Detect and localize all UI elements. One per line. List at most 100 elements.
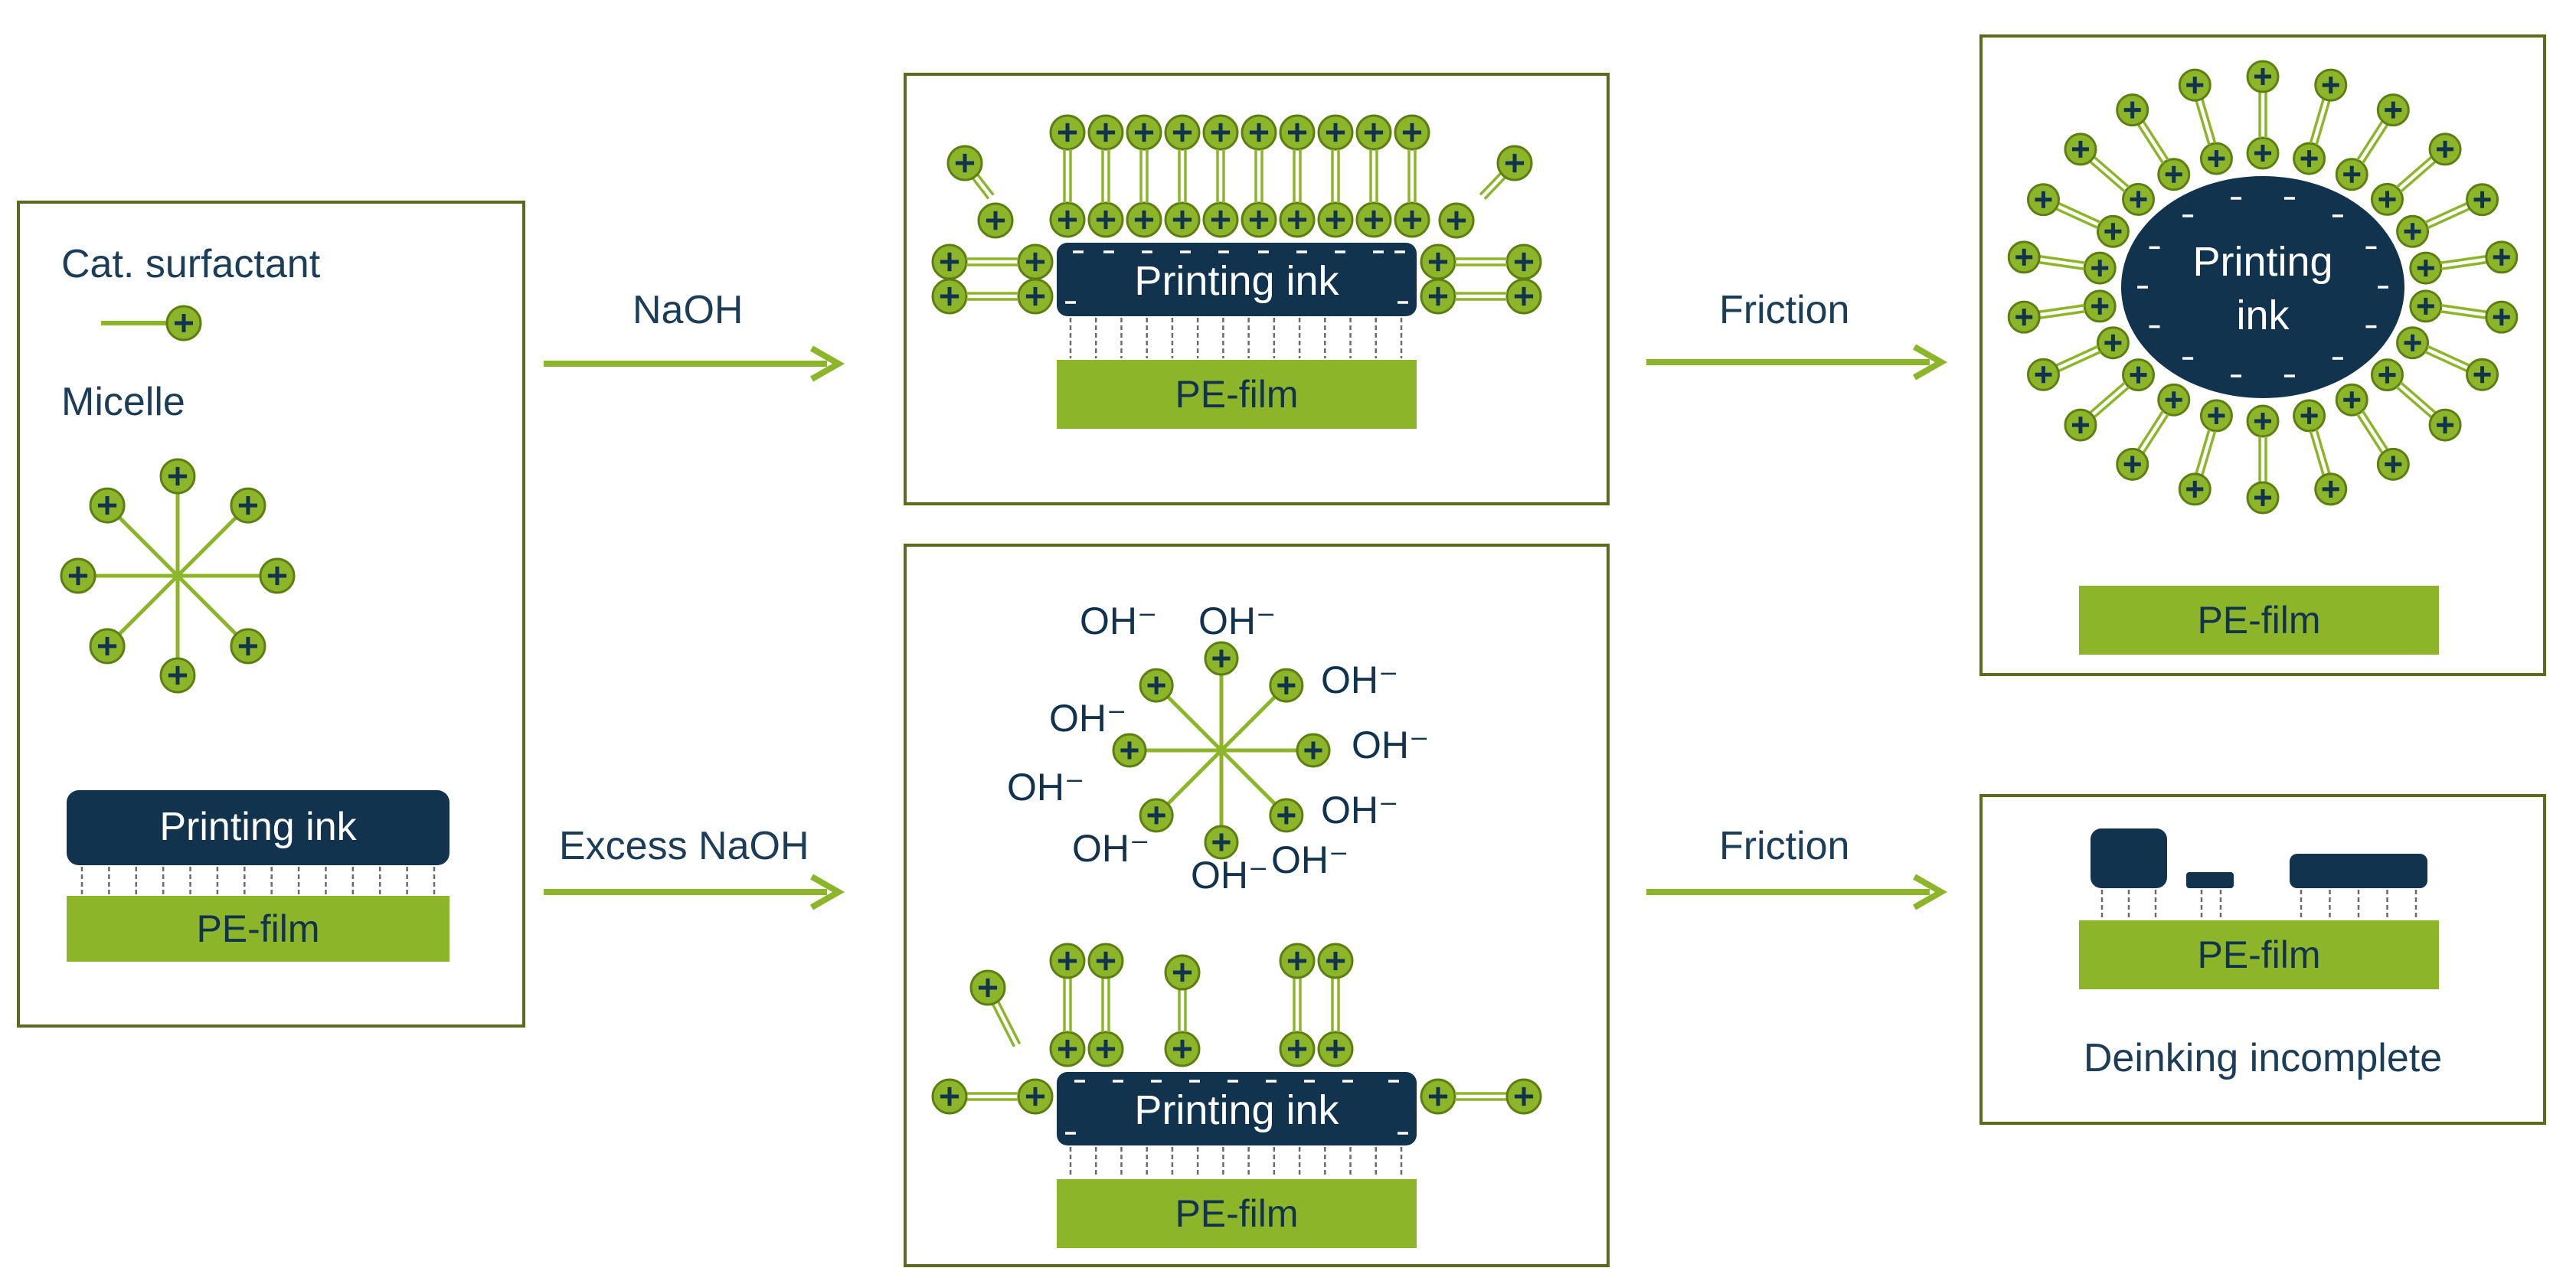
plus-head-icon bbox=[2246, 481, 2280, 515]
plus-head-icon bbox=[2396, 214, 2430, 248]
plus-head-icon bbox=[1269, 798, 1304, 833]
friction-bottom-label: Friction bbox=[1719, 824, 1850, 868]
plus-head-icon bbox=[1279, 201, 1316, 238]
plus-head-icon bbox=[2466, 183, 2499, 217]
plus-head-icon bbox=[259, 557, 296, 594]
plus-head-icon bbox=[1087, 201, 1124, 238]
bm-film-bar bbox=[1057, 1179, 1417, 1248]
plus-head-icon bbox=[1049, 114, 1086, 151]
hydroxide-ion-label: OH⁻ bbox=[1321, 789, 1398, 832]
tr-film-label: PE-film bbox=[2197, 599, 2320, 642]
plus-head-icon bbox=[1112, 733, 1147, 768]
micelle-label: Micelle bbox=[61, 380, 185, 424]
tm-ink-bar bbox=[1057, 243, 1417, 316]
bm-film-label: PE-film bbox=[1175, 1192, 1298, 1235]
plus-head-icon bbox=[1049, 1031, 1086, 1067]
arrow-friction-bottom-icon bbox=[1646, 874, 1948, 910]
plus-head-icon bbox=[2199, 142, 2233, 175]
hydroxide-ion-label: OH⁻ bbox=[1007, 766, 1084, 809]
plus-head-icon bbox=[1317, 114, 1354, 151]
bm-ink-bar bbox=[1057, 1072, 1417, 1145]
plus-head-icon bbox=[2064, 408, 2097, 442]
tr-ink-label-line1: Printing bbox=[2192, 239, 2332, 285]
plus-head-icon bbox=[1241, 114, 1277, 151]
plus-head-icon bbox=[2122, 182, 2156, 216]
plus-head-icon bbox=[1164, 1031, 1201, 1067]
tm-film-label: PE-film bbox=[1175, 373, 1298, 416]
naoh-label: NaOH bbox=[633, 288, 744, 332]
plus-head-icon bbox=[1394, 114, 1430, 151]
plus-head-icon bbox=[2293, 142, 2326, 175]
plus-head-icon bbox=[1355, 201, 1392, 238]
arrow-excess-naoh-icon bbox=[544, 874, 845, 910]
plus-head-icon bbox=[2178, 472, 2212, 506]
plus-head-icon bbox=[2246, 404, 2280, 438]
hydroxide-ion-label: OH⁻ bbox=[1072, 827, 1149, 870]
hydroxide-ions: OH⁻OH⁻OH⁻OH⁻OH⁻OH⁻OH⁻OH⁻OH⁻OH⁻ bbox=[1007, 600, 1429, 897]
plus-head-icon bbox=[1204, 825, 1239, 860]
plus-head-icon bbox=[1049, 943, 1086, 979]
plus-head-icon bbox=[2026, 183, 2060, 217]
plus-head-icon bbox=[931, 243, 968, 280]
plus-head-icon bbox=[60, 557, 96, 594]
plus-head-icon bbox=[159, 657, 196, 694]
deinking-incomplete-label: Deinking incomplete bbox=[2084, 1036, 2442, 1080]
ink-micelle-surfactants bbox=[2007, 60, 2519, 515]
plus-head-icon bbox=[946, 145, 983, 181]
plus-head-icon bbox=[2122, 358, 2156, 392]
plus-head-icon bbox=[2157, 158, 2191, 191]
plus-head-icon bbox=[2376, 447, 2410, 481]
plus-head-icon bbox=[2007, 300, 2041, 334]
legend-panel-content: Cat. surfactant Micelle Printing ink PE-… bbox=[60, 242, 449, 962]
surfactant-label: Cat. surfactant bbox=[61, 242, 321, 286]
tr-ink-label-line2: ink bbox=[2236, 292, 2290, 338]
surfactant-molecule bbox=[969, 969, 1022, 1047]
plus-head-icon bbox=[2314, 472, 2348, 506]
plus-head-icon bbox=[969, 969, 1006, 1006]
excess-naoh-panel bbox=[904, 544, 1610, 1267]
plus-head-icon bbox=[2116, 447, 2149, 481]
plus-head-icon bbox=[1505, 278, 1542, 315]
bm-adsorbed-surfactants bbox=[931, 943, 1542, 1115]
plus-head-icon bbox=[1204, 641, 1239, 676]
plus-head-icon bbox=[2396, 326, 2430, 360]
plus-head-icon bbox=[1017, 1078, 1054, 1115]
legend-ink-tethers bbox=[80, 867, 436, 894]
plus-head-icon bbox=[2026, 358, 2060, 391]
arrow-naoh-icon bbox=[544, 345, 845, 382]
hydroxide-ion-label: OH⁻ bbox=[1191, 854, 1268, 897]
plus-head-icon bbox=[2335, 158, 2368, 191]
plus-head-icon bbox=[2314, 68, 2348, 102]
plus-head-icon bbox=[1017, 243, 1054, 280]
plus-head-icon bbox=[2246, 136, 2280, 170]
plus-head-icon bbox=[1505, 1078, 1542, 1115]
plus-head-icon bbox=[2370, 358, 2404, 392]
plus-head-icon bbox=[1438, 202, 1475, 239]
legend-ink-bar bbox=[67, 790, 449, 865]
plus-head-icon bbox=[2096, 214, 2130, 248]
hydroxide-ion-label: OH⁻ bbox=[1271, 838, 1348, 881]
plus-head-icon bbox=[2428, 132, 2462, 166]
residual-ink-small bbox=[2186, 872, 2234, 888]
plus-head-icon bbox=[1139, 668, 1174, 703]
plus-head-icon bbox=[1269, 668, 1304, 703]
tr-film-bar bbox=[2079, 586, 2439, 655]
surfactant-molecule bbox=[946, 145, 995, 200]
plus-head-icon bbox=[1394, 201, 1430, 238]
plus-head-icon bbox=[1355, 114, 1392, 151]
tm-ink-tethers bbox=[1069, 318, 1403, 358]
plus-head-icon bbox=[230, 628, 266, 665]
plus-head-icon bbox=[230, 487, 266, 524]
plus-head-icon bbox=[1317, 1031, 1354, 1067]
bm-micelle-icon bbox=[1112, 641, 1331, 860]
plus-head-icon bbox=[89, 628, 126, 665]
plus-head-icon bbox=[89, 487, 126, 524]
plus-head-icon bbox=[1505, 243, 1542, 280]
hydroxide-ion-label: OH⁻ bbox=[1198, 600, 1276, 642]
arrow-friction-top-icon bbox=[1646, 344, 1948, 381]
plus-head-icon bbox=[2157, 383, 2191, 417]
plus-head-icon bbox=[1164, 114, 1201, 151]
plus-head-icon bbox=[2116, 93, 2149, 127]
detached-ink-droplet bbox=[2121, 176, 2404, 398]
plus-head-icon bbox=[1279, 114, 1316, 151]
